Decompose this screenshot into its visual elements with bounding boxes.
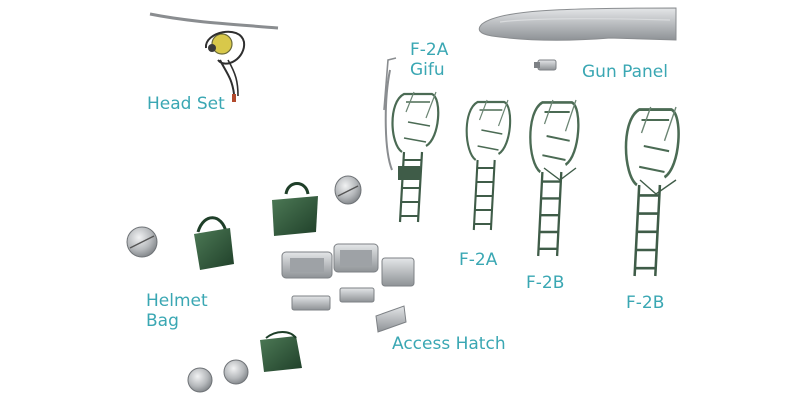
f2a-gifu-label-line2: Gifu (410, 60, 445, 80)
gun-panel-icon (478, 7, 677, 71)
f2b-label-1: F-2B (526, 273, 565, 293)
helmet-icon (126, 226, 158, 258)
ladder-f2b-1 (529, 98, 580, 258)
bag-icon (272, 182, 318, 236)
head-set-label: Head Set (147, 94, 225, 114)
ladder-f2a (465, 98, 512, 232)
bag-icon (260, 331, 302, 372)
gun-panel-label: Gun Panel (582, 62, 668, 82)
access-hatch-label: Access Hatch (392, 334, 506, 354)
helmet-icon (223, 359, 249, 385)
f2a-label: F-2A (459, 250, 498, 270)
helmet-icon (334, 175, 362, 205)
helmet-icon (187, 367, 213, 393)
ladder-f2b-2 (624, 105, 681, 278)
bag-label: Bag (146, 311, 179, 331)
f2a-gifu-label-line1: F-2A (410, 40, 449, 60)
headset-icon (149, 12, 279, 102)
ladder-f2a-gifu (383, 57, 440, 224)
bag-icon (194, 216, 234, 270)
helmet-label: Helmet (146, 291, 208, 311)
access-hatch-icon (281, 243, 415, 333)
f2b-label-2: F-2B (626, 293, 665, 313)
